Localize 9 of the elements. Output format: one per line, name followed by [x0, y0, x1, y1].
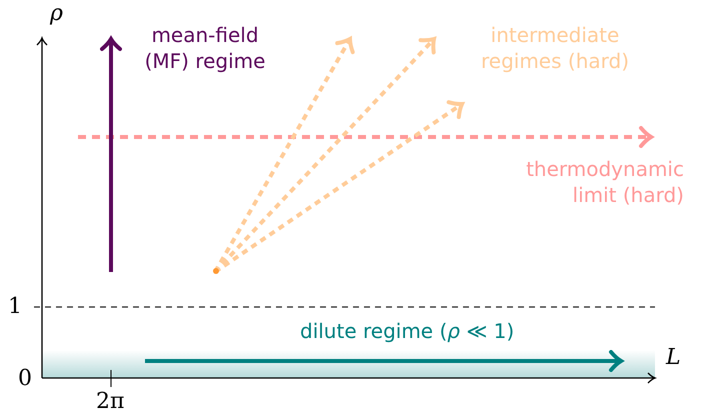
tick-label: 2π [96, 388, 124, 415]
annotation-text: intermediate regimes (hard) [480, 22, 630, 74]
tick-label: 0 [18, 365, 32, 393]
tick-label: 1 [8, 293, 22, 321]
axis-label: L [666, 344, 681, 372]
annotation-text: dilute regime (ρ ≪ 1) [300, 318, 514, 344]
annotation-text: thermodynamic limit (hard) [525, 156, 684, 208]
axis-label: ρ [50, 0, 63, 28]
annotation-text: mean-field (MF) regime [144, 22, 266, 74]
